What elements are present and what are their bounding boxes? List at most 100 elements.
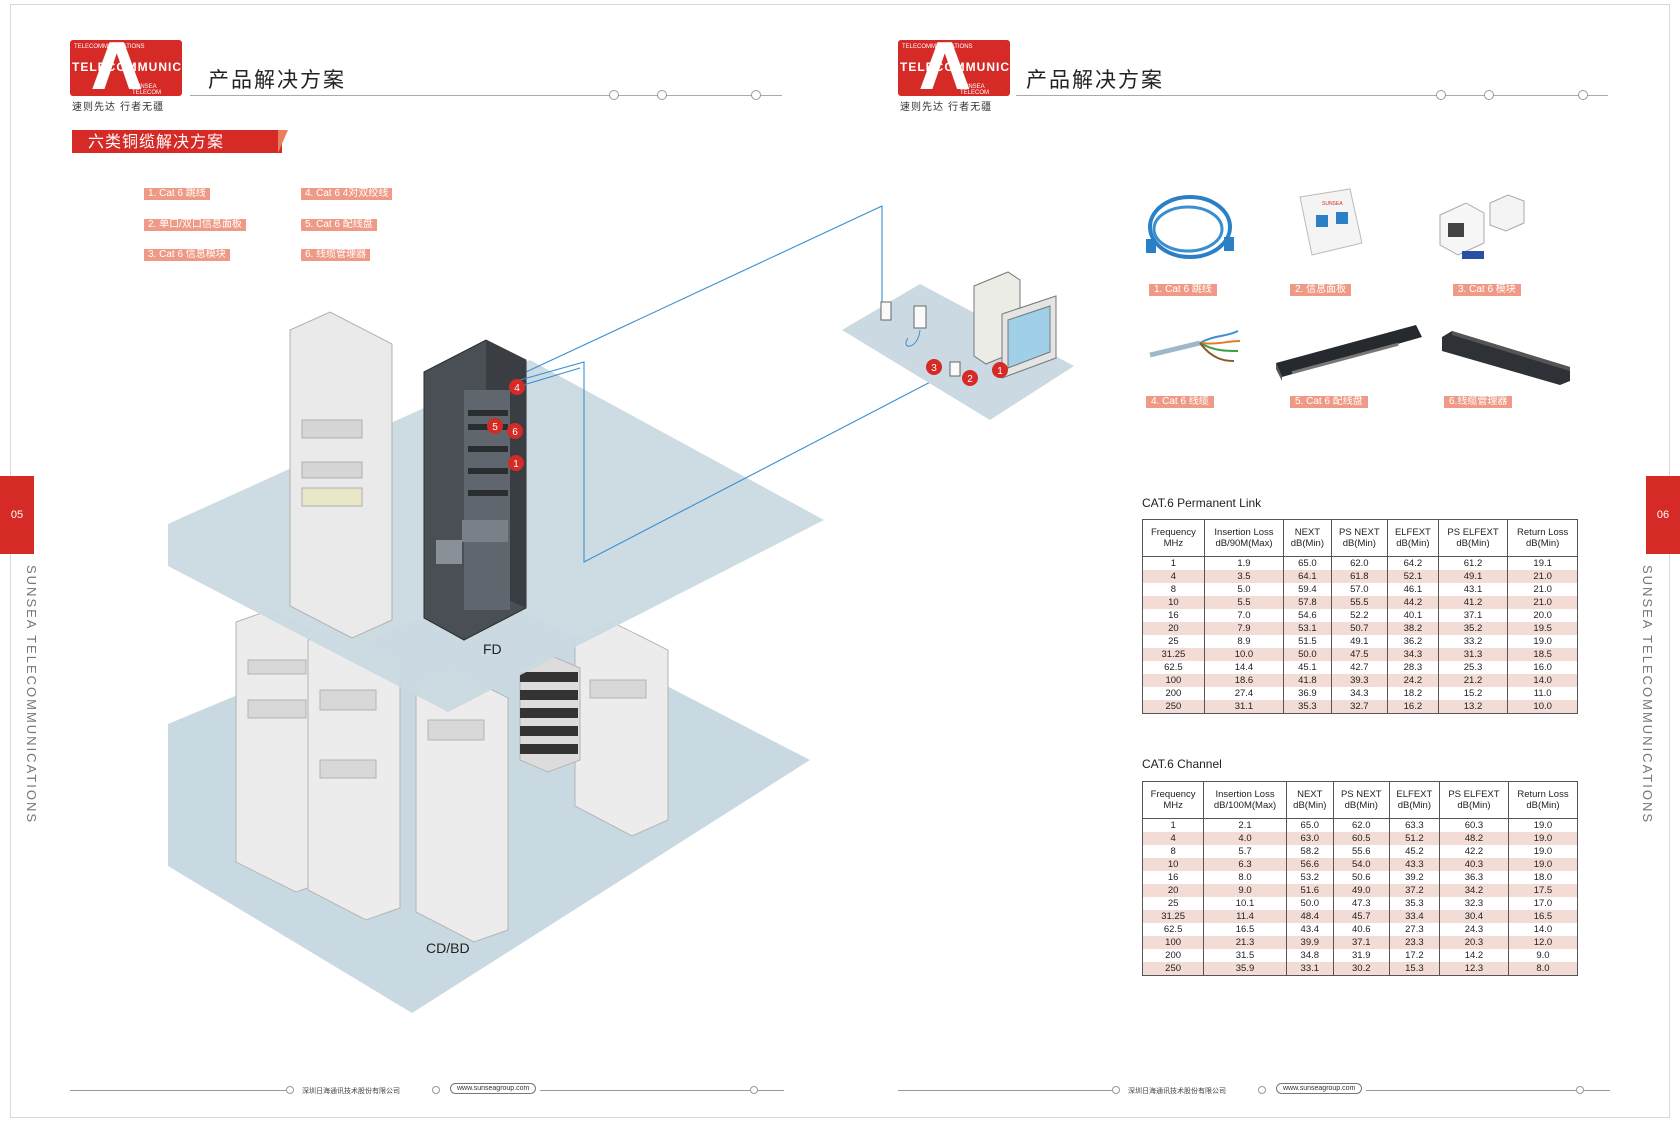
table-cell: 12.0 — [1507, 936, 1579, 949]
column-header-line: NEXT — [1294, 527, 1321, 538]
footer-dot — [1258, 1086, 1266, 1094]
table-cell: 45.1 — [1283, 661, 1332, 674]
table-cell: 36.2 — [1387, 635, 1439, 648]
table-cell: 54.6 — [1283, 609, 1332, 622]
column-header-line: dB(Min) — [1526, 538, 1560, 549]
table-cell: 16.5 — [1507, 910, 1579, 923]
table-cell: 1 — [1141, 818, 1205, 832]
table-cell: 200 — [1142, 687, 1205, 700]
table-cell: 8.0 — [1203, 871, 1287, 884]
table-cell: 58.2 — [1285, 845, 1334, 858]
column-header-line: ELFEXT — [1394, 527, 1431, 538]
table-cell: 16 — [1141, 871, 1205, 884]
faceplate-brand: SUNSEA — [1322, 201, 1343, 207]
table-cell: 18.5 — [1507, 648, 1578, 661]
workstation-computer — [973, 271, 1057, 379]
table-cell: 52.2 — [1330, 609, 1389, 622]
table-cell: 9.0 — [1507, 949, 1579, 962]
column-header-line: Return Loss — [1517, 789, 1569, 800]
header-dot — [609, 90, 619, 100]
table-cell: 63.3 — [1388, 818, 1440, 832]
cabling-diagram: CD/BD FD 4 5 — [168, 205, 1074, 1013]
footer-url-left[interactable]: www.sunseagroup.com — [450, 1083, 537, 1094]
table-cell: 13.2 — [1437, 700, 1509, 714]
table-cell: 64.2 — [1387, 556, 1439, 570]
table-cell: 14.0 — [1507, 674, 1578, 687]
table-cell: 17.0 — [1507, 897, 1579, 910]
table-cell: 41.8 — [1283, 674, 1332, 687]
table-cell: 49.0 — [1332, 884, 1390, 897]
logo-mid-text: TELECOMMUNICATIONS — [72, 60, 182, 74]
table-cell: 16.5 — [1203, 923, 1287, 936]
legend-item: 6. 线缆管理器 — [301, 249, 371, 261]
logo-slogan: 速则先达 行者无疆 — [900, 102, 993, 113]
legend-item: 3. Cat 6 信息模块 — [144, 249, 230, 261]
table-cell: 33.4 — [1388, 910, 1440, 923]
column-header-line: Frequency — [1150, 789, 1196, 800]
table-cell: 1.9 — [1203, 556, 1285, 570]
channel-caption: CAT.6 Channel — [1142, 757, 1222, 771]
table-cell: 48.2 — [1438, 832, 1509, 845]
table-cell: 50.6 — [1332, 871, 1390, 884]
table-cell: 37.1 — [1332, 936, 1390, 949]
table-cell: 51.2 — [1388, 832, 1440, 845]
table-cell: 34.2 — [1438, 884, 1509, 897]
column-header-line: Frequency — [1150, 527, 1196, 538]
footer-url-right[interactable]: www.sunseagroup.com — [1276, 1083, 1363, 1094]
table-cell: 19.5 — [1507, 622, 1578, 635]
table-cell: 38.2 — [1387, 622, 1439, 635]
product-label: 4. Cat 6 线缆 — [1146, 396, 1214, 408]
section-title: 六类铜缆解决方案 — [72, 130, 282, 153]
table-cell: 32.3 — [1438, 897, 1509, 910]
table-cell: 8.0 — [1507, 962, 1579, 976]
page-number-tab-left: 05 — [0, 476, 34, 554]
table-cell: 61.8 — [1330, 570, 1389, 583]
patch-panel-icon — [1276, 325, 1422, 381]
table-cell: 53.2 — [1285, 871, 1334, 884]
table-cell: 40.1 — [1387, 609, 1439, 622]
table-cell: 7.0 — [1203, 609, 1285, 622]
table-cell: 100 — [1142, 674, 1205, 687]
table-cell: 46.1 — [1387, 583, 1439, 596]
product-label: 6.线缆管理器 — [1444, 396, 1513, 408]
table-cell: 19.0 — [1507, 635, 1578, 648]
table-cell: 6.3 — [1203, 858, 1287, 871]
table-cell: 16.0 — [1507, 661, 1578, 674]
table-cell: 10 — [1141, 858, 1205, 871]
fd-side-rack — [289, 311, 393, 639]
table-cell: 27.4 — [1203, 687, 1285, 700]
table-cell: 57.8 — [1283, 596, 1332, 609]
table-cell: 19.1 — [1507, 556, 1578, 570]
column-header-line: dB(Min) — [1396, 538, 1430, 549]
column-header-line: MHz — [1163, 538, 1184, 549]
table-cell: 42.2 — [1438, 845, 1509, 858]
table-cell: 16.2 — [1387, 700, 1439, 714]
table-cell: 200 — [1141, 949, 1205, 962]
table-cell: 54.0 — [1332, 858, 1390, 871]
column-header-line: dB(Min) — [1344, 800, 1378, 811]
table-cell: 15.2 — [1437, 687, 1509, 700]
table-cell: 50.7 — [1330, 622, 1389, 635]
table-cell: 62.0 — [1332, 818, 1390, 832]
table-cell: 59.4 — [1283, 583, 1332, 596]
diagram-markers: 4 5 6 1 3 2 1 — [487, 359, 1008, 471]
table-cell: 62.0 — [1330, 556, 1389, 570]
marker-number: 1 — [513, 459, 519, 470]
table-cell: 32.7 — [1330, 700, 1389, 714]
table-cell: 49.1 — [1330, 635, 1389, 648]
